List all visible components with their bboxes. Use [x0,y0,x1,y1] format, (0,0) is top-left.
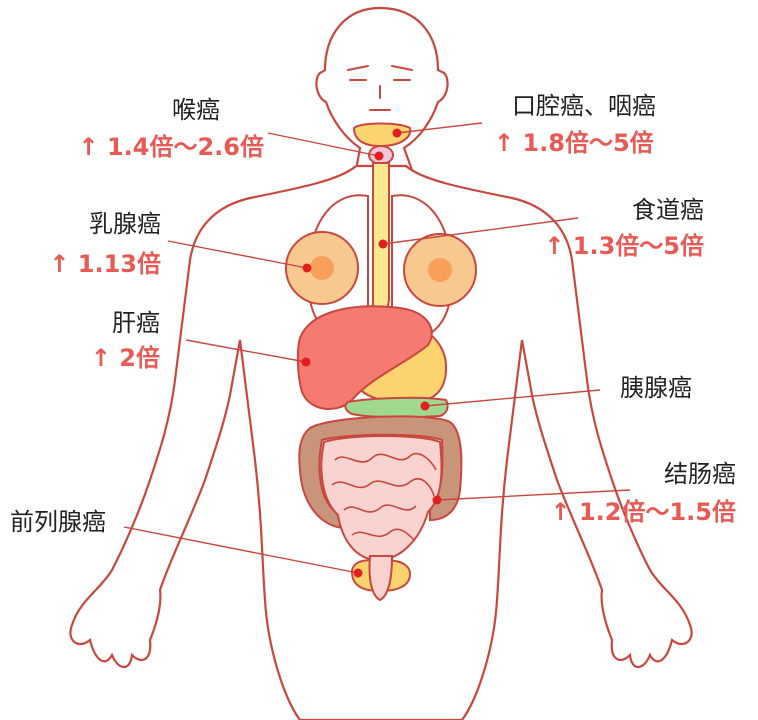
label-liver-rate: ↑ 2倍 [90,344,160,372]
label-colon-name: 结肠癌 [664,460,736,488]
label-esophagus-rate: ↑ 1.3倍～5倍 [544,232,704,260]
breast-centers [310,256,452,282]
label-oral-name: 口腔癌、咽癌 [512,92,656,120]
oral-cavity [352,122,412,148]
face [347,65,413,111]
rectum [368,555,394,602]
coil-2 [331,478,435,497]
leader-lines [123,122,631,574]
leader-pancreas [424,389,601,407]
dot-prostate [353,568,363,578]
label-prostate-name: 前列腺癌 [10,508,106,536]
dot-oral [392,128,402,138]
leader-liver [185,339,307,363]
dot-larynx [374,151,384,161]
leader-colon [436,489,631,501]
leader-breast [167,240,308,269]
marker-dots [301,128,442,578]
label-esophagus-name: 食道癌 [632,196,704,224]
label-pancreas-name: 胰腺癌 [620,374,692,402]
leader-larynx [267,132,380,157]
dot-pancreas [420,401,430,411]
leader-esophagus [382,217,579,245]
coil-3 [343,504,417,513]
left-eyebrow [347,65,369,71]
colon-organ [298,415,463,530]
label-colon-rate: ↑ 1.2倍～1.5倍 [550,498,737,526]
right-breast-center [428,258,452,282]
leader-oral [396,122,483,134]
label-liver-name: 肝癌 [112,309,160,337]
liver-organ [296,305,433,411]
label-oral-rate: ↑ 1.8倍～5倍 [494,129,654,157]
pancreas-organ [344,396,449,419]
dot-breast [302,263,312,273]
coil-1 [334,452,437,471]
coil-4 [351,528,415,541]
label-breast-rate: ↑ 1.13倍 [49,250,161,278]
dot-liver [301,357,311,367]
label-breast-name: 乳腺癌 [89,210,161,238]
dot-colon [432,495,442,505]
dot-esophagus [378,239,388,249]
right-eyebrow [391,65,413,71]
intestine-coils [331,452,437,541]
leader-prostate [123,526,359,574]
label-larynx-name: 喉癌 [172,96,220,124]
left-breast-center [310,256,334,280]
label-larynx-rate: ↑ 1.4倍～2.6倍 [78,133,265,161]
